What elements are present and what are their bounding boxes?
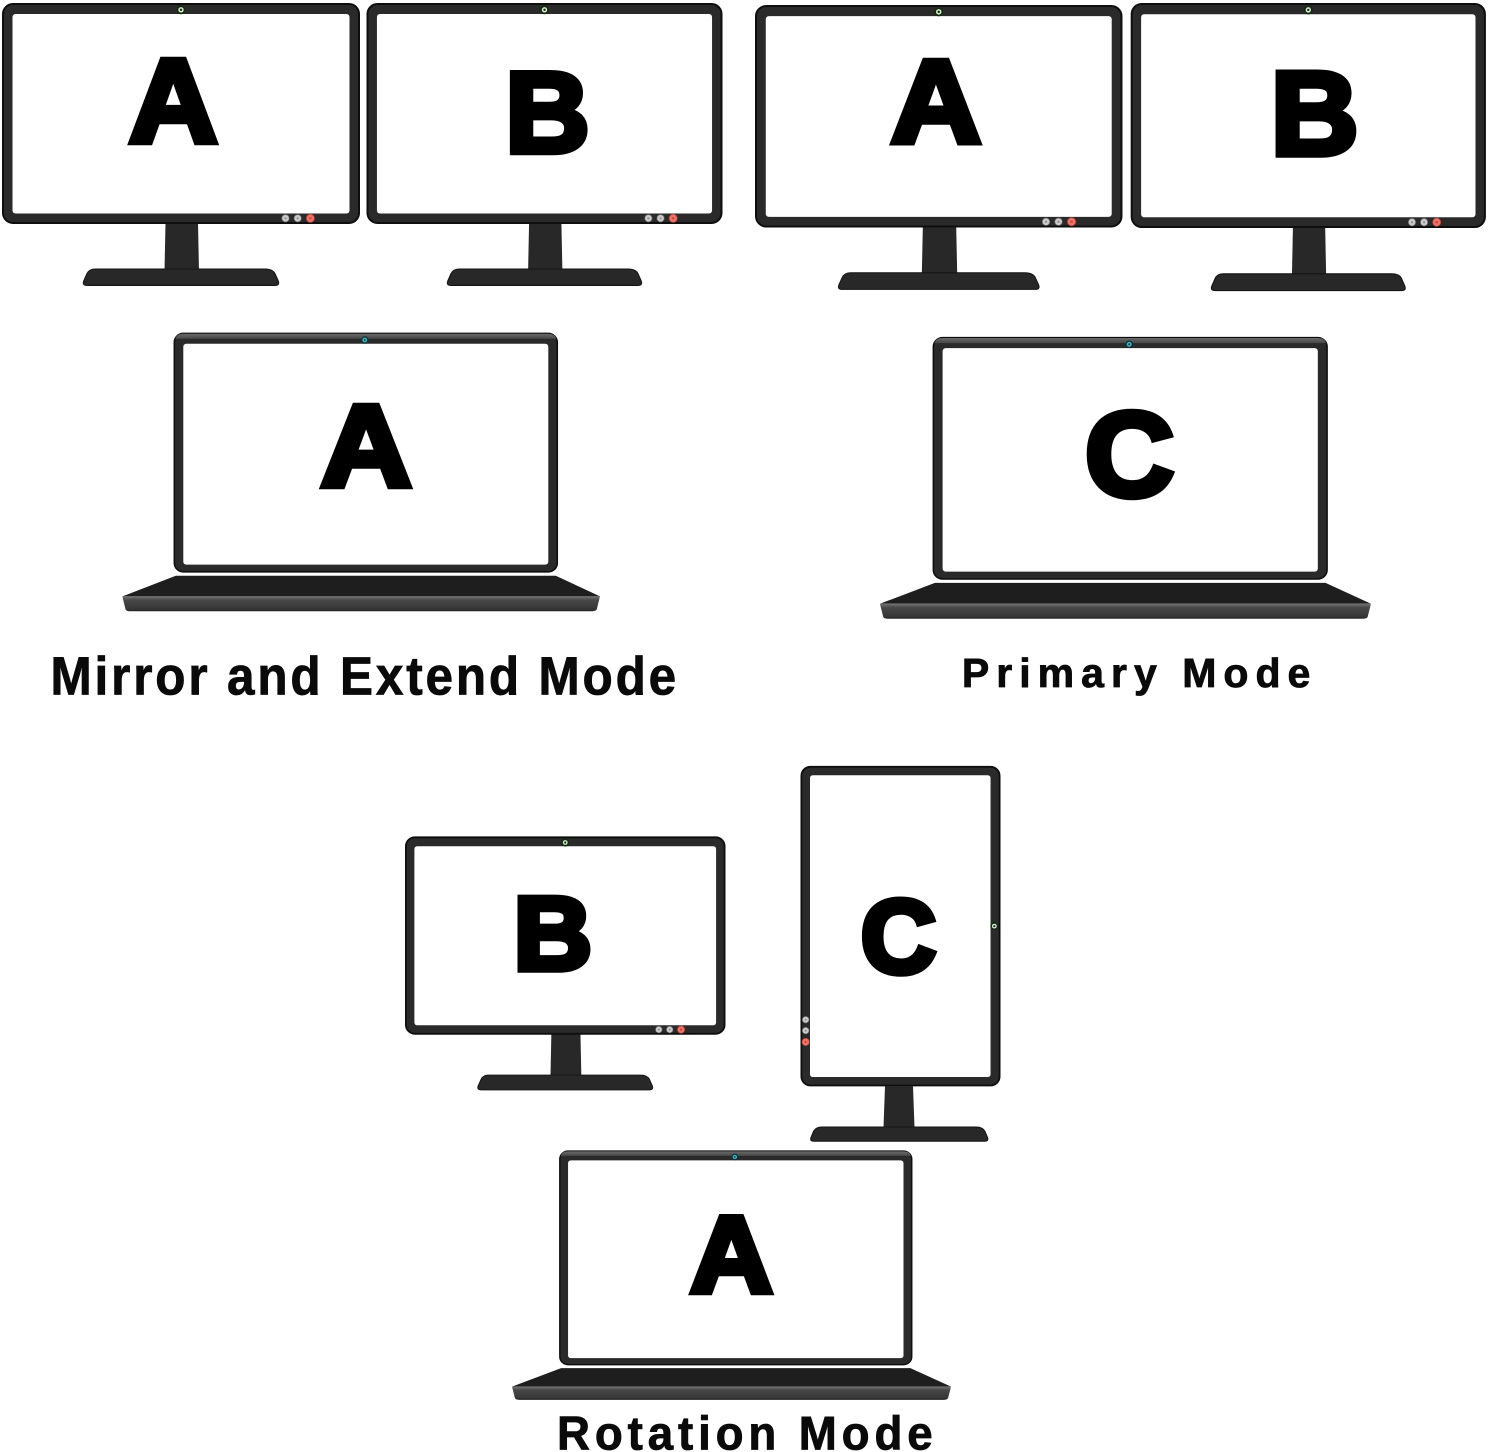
svg-text:C: C xyxy=(1085,389,1174,522)
svg-text:Rotation Mode: Rotation Mode xyxy=(557,1407,938,1452)
svg-text:A: A xyxy=(321,381,412,511)
svg-text:A: A xyxy=(129,36,218,168)
svg-text:A: A xyxy=(690,1195,773,1316)
svg-text:Mirror and Extend Mode: Mirror and Extend Mode xyxy=(51,646,680,706)
svg-text:B: B xyxy=(1271,49,1359,181)
svg-text:Primary Mode: Primary Mode xyxy=(962,650,1318,696)
svg-text:A: A xyxy=(891,35,981,167)
svg-text:B: B xyxy=(505,50,589,177)
svg-text:B: B xyxy=(514,877,592,993)
svg-text:C: C xyxy=(861,880,936,996)
